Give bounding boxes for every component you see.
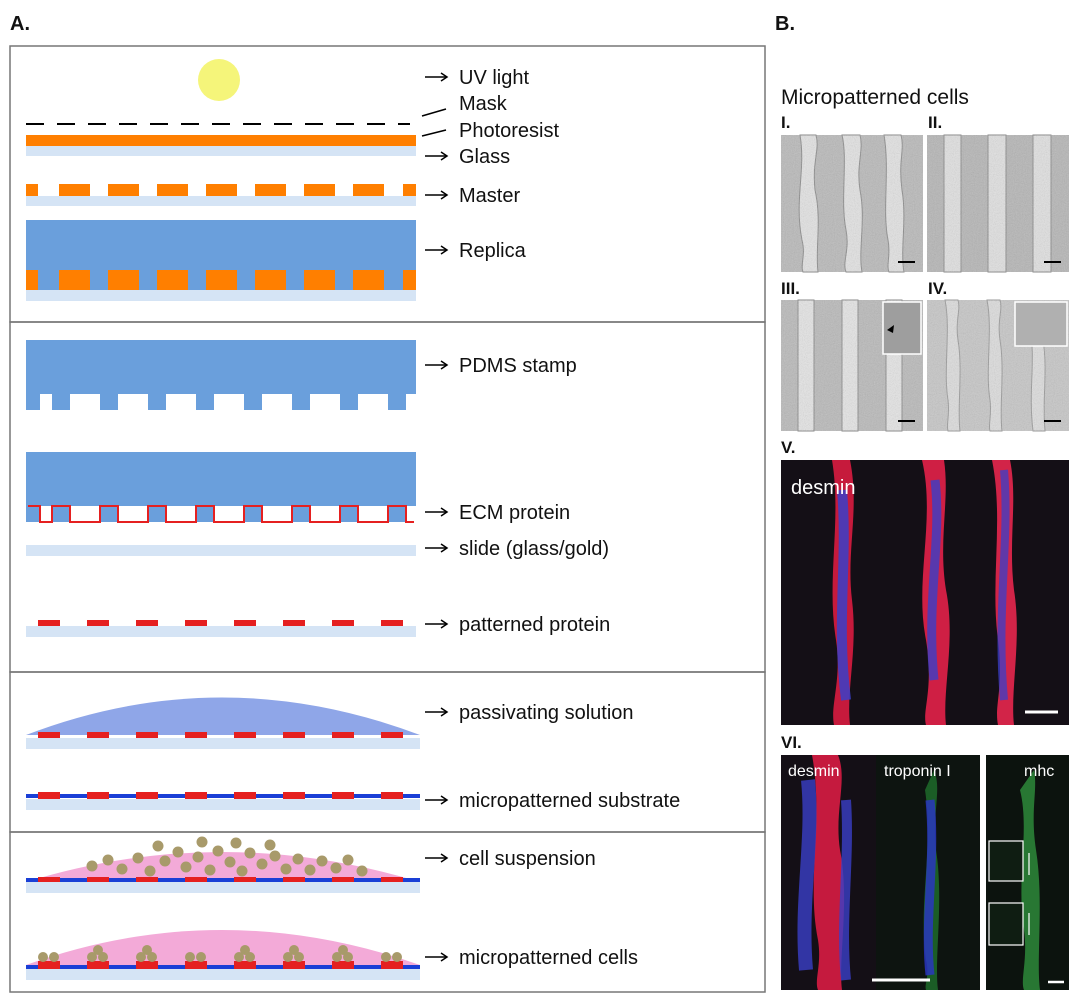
ecm-protein-label: ECM protein: [459, 502, 570, 524]
cell-medium-droplet: [26, 930, 420, 965]
panel-a-letter: A.: [10, 13, 30, 35]
cell-suspension-droplet: [26, 852, 420, 882]
glass-layer: [26, 146, 416, 156]
master-label: Master: [459, 185, 520, 207]
master-structure: [26, 184, 416, 206]
sub-iv-label: IV.: [928, 279, 947, 298]
pdms-stamp: [26, 340, 416, 410]
panel-b-title: Micropatterned cells: [781, 86, 969, 109]
micrograph-i: [781, 134, 923, 273]
arrow-icon: [425, 360, 449, 629]
inked-stamp: [26, 452, 416, 522]
mask-label: Mask: [459, 93, 508, 115]
section-photolithography: UV light Mask Photoresist Glass Master R…: [9, 45, 766, 323]
arrow-icon: [425, 707, 449, 805]
slide-layer: [26, 545, 416, 556]
patterned-protein-structure: [26, 620, 416, 637]
fluorescence-image-vi-desmin: [781, 755, 876, 990]
sub-ii-label: II.: [928, 113, 942, 132]
passivating-solution-label: passivating solution: [459, 702, 634, 724]
arrow-icon: [421, 72, 449, 255]
uv-light-icon: [198, 59, 240, 101]
section-microcontact-printing: PDMS stamp ECM protein slide (glass/gold…: [9, 321, 766, 673]
patterned-protein-label: patterned protein: [459, 614, 610, 636]
panel-b-letter: B.: [775, 13, 795, 35]
micropatterned-cells-label: micropatterned cells: [459, 947, 638, 969]
stain-desmin-v: desmin: [791, 477, 855, 499]
section-passivation: passivating solution micropatterned subs…: [9, 671, 766, 833]
sub-vi-label: VI.: [781, 733, 802, 752]
photoresist-layer: [26, 135, 416, 146]
fluorescence-image-vi-mhc: [986, 755, 1069, 990]
replica-label: Replica: [459, 240, 527, 262]
uv-light-label: UV light: [459, 67, 529, 89]
micropatterned-substrate-structure: [26, 792, 420, 810]
sub-iii-label: III.: [781, 279, 800, 298]
cell-suspension-label: cell suspension: [459, 848, 596, 870]
fluorescence-image-vi-troponin: [872, 755, 980, 990]
micrograph-iv: [927, 299, 1069, 432]
section-cell-seeding: cell suspension micropatterned cells: [9, 831, 766, 993]
pdms-stamp-label: PDMS stamp: [459, 355, 577, 377]
fluorescence-image-v: [781, 460, 1069, 725]
micrograph-ii: [927, 134, 1069, 273]
arrow-icon: [425, 853, 449, 962]
passivating-solution-droplet: [26, 697, 420, 735]
cell-suspension-structure: [26, 877, 420, 893]
stain-desmin-vi: desmin: [788, 763, 840, 780]
sub-v-label: V.: [781, 438, 796, 457]
stain-troponin: troponin I: [884, 763, 951, 780]
glass-label: Glass: [459, 146, 510, 168]
slide-label: slide (glass/gold): [459, 538, 609, 560]
cell-suspension-cells: [86, 836, 368, 877]
micropatterned-cells-structure: [26, 945, 420, 980]
photoresist-label: Photoresist: [459, 120, 559, 142]
sub-i-label: I.: [781, 113, 790, 132]
replica-structure: [26, 220, 416, 301]
micrograph-iii: [781, 299, 923, 432]
passivating-structure: [26, 732, 420, 749]
micropatterned-substrate-label: micropatterned substrate: [459, 790, 680, 812]
ecm-protein-coating: [28, 505, 414, 523]
stain-mhc: mhc: [1024, 763, 1054, 780]
